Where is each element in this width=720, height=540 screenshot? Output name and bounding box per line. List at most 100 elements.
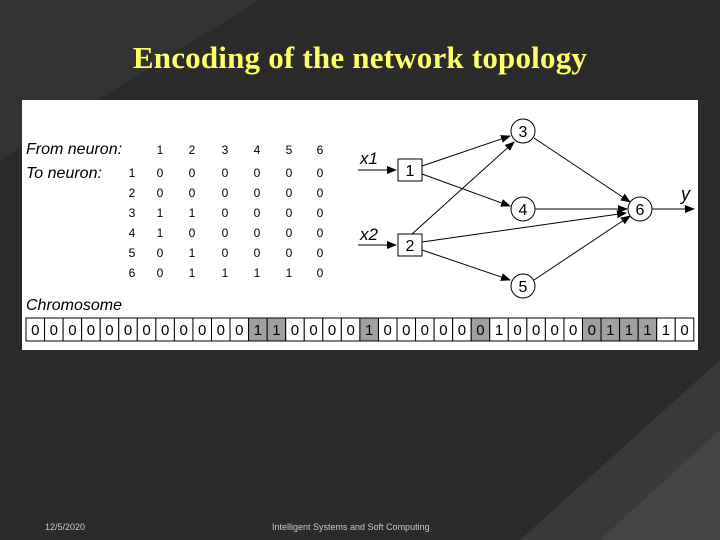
matrix-cell: 1 — [157, 206, 164, 220]
chromosome-bit: 0 — [458, 322, 466, 339]
matrix-cell: 0 — [222, 166, 229, 180]
matrix-cell: 0 — [254, 166, 261, 180]
hidden-neuron-5-label: 5 — [519, 279, 528, 296]
matrix-cell: 0 — [157, 246, 164, 260]
chromosome-bit: 0 — [217, 322, 225, 339]
matrix-cell: 0 — [317, 166, 324, 180]
matrix-column-header: 3 — [222, 143, 229, 157]
hidden-neuron-4 — [510, 196, 536, 222]
chromosome-bit: 0 — [588, 322, 596, 339]
matrix-cell: 0 — [189, 186, 196, 200]
matrix-column-header: 6 — [317, 143, 324, 157]
chromosome-bit: 0 — [569, 322, 577, 339]
chromosome-bit-cell — [674, 317, 695, 342]
chromosome-bit: 0 — [384, 322, 392, 339]
matrix-cell: 0 — [254, 206, 261, 220]
hidden-neuron-4-label: 4 — [519, 202, 528, 219]
chromosome-bit: 0 — [124, 322, 132, 339]
chromosome-bit: 1 — [365, 322, 373, 339]
matrix-cell: 0 — [317, 186, 324, 200]
matrix-cell: 0 — [222, 206, 229, 220]
hidden-neuron-3-label: 3 — [519, 124, 528, 141]
matrix-row-label: 3 — [129, 206, 136, 220]
chromosome-bit: 0 — [402, 322, 410, 339]
matrix-cell: 0 — [317, 206, 324, 220]
matrix-row: 5 0 1 0 0 0 0 — [129, 246, 324, 260]
matrix-row-label: 2 — [129, 186, 136, 200]
input-neuron-2 — [397, 233, 423, 257]
matrix-row-label: 1 — [129, 166, 136, 180]
matrix-cell: 0 — [222, 226, 229, 240]
chromosome-bit: 1 — [643, 322, 651, 339]
chromosome-bit: 0 — [105, 322, 113, 339]
matrix-cell: 0 — [254, 186, 261, 200]
chromosome-bit: 0 — [235, 322, 243, 339]
chromosome-bit: 0 — [291, 322, 299, 339]
output-neuron-6 — [627, 196, 653, 222]
matrix-cell: 0 — [222, 186, 229, 200]
to-neuron-label: To neuron: — [26, 165, 102, 182]
edge-2-6 — [421, 210, 627, 243]
matrix-cell: 0 — [254, 246, 261, 260]
chromosome-bit: 0 — [161, 322, 169, 339]
footer-date: 12/5/2020 — [45, 522, 86, 532]
chromosome-bit: 0 — [328, 322, 336, 339]
matrix-cell: 0 — [317, 246, 324, 260]
connection-matrix: From neuron: To neuron: 1 2 3 4 5 6 1 0 … — [26, 141, 324, 280]
chromosome-bit: 0 — [346, 322, 354, 339]
network-nodes: 1 2 3 4 5 6 x1 x2 y — [359, 118, 691, 299]
matrix-column-header: 2 — [189, 143, 196, 157]
edge-2-5 — [421, 249, 511, 281]
output-neuron-6-label: 6 — [636, 202, 645, 219]
chromosome-bit: 1 — [625, 322, 633, 339]
matrix-cell: 0 — [286, 186, 293, 200]
matrix-cell: 1 — [189, 266, 196, 280]
matrix-column-header: 5 — [286, 143, 293, 157]
chromosome-bit: 0 — [513, 322, 521, 339]
matrix-cell: 0 — [157, 266, 164, 280]
chromosome-bit: 1 — [606, 322, 614, 339]
chromosome-label: Chromosome — [26, 297, 122, 314]
edge-5-6 — [533, 215, 631, 281]
matrix-cell: 1 — [222, 266, 229, 280]
chromosome-bit: 1 — [272, 322, 280, 339]
chromosome-bit: 0 — [421, 322, 429, 339]
matrix-cell: 0 — [317, 266, 324, 280]
chromosome-bit: 0 — [50, 322, 58, 339]
footer-course: Intelligent Systems and Soft Computing — [272, 522, 430, 532]
input-neuron-1-label: 1 — [406, 163, 415, 180]
chromosome-bit: 1 — [254, 322, 262, 339]
chromosome-bit: 0 — [198, 322, 206, 339]
matrix-row: 1 0 0 0 0 0 0 — [129, 166, 324, 180]
from-neuron-label: From neuron: — [26, 141, 122, 158]
network-graph — [358, 135, 695, 281]
matrix-row: 2 0 0 0 0 0 0 — [129, 186, 324, 200]
topology-panel: From neuron: To neuron: 1 2 3 4 5 6 1 0 … — [22, 100, 698, 350]
matrix-cell: 0 — [286, 246, 293, 260]
chromosome-bit: 0 — [31, 322, 39, 339]
input-neuron-1 — [397, 158, 423, 182]
matrix-column-header: 4 — [254, 143, 261, 157]
topology-figure: From neuron: To neuron: 1 2 3 4 5 6 1 0 … — [25, 118, 695, 342]
chromosome-bit: 0 — [87, 322, 95, 339]
matrix-cell: 0 — [286, 206, 293, 220]
matrix-cell: 0 — [157, 186, 164, 200]
input-x2-label: x2 — [359, 225, 379, 244]
hidden-neuron-5 — [510, 273, 536, 299]
matrix-cell: 1 — [189, 206, 196, 220]
chromosome-bit: 0 — [551, 322, 559, 339]
matrix-row: 6 0 1 1 1 1 0 — [129, 266, 324, 280]
chromosome-bit: 0 — [309, 322, 317, 339]
matrix-cell: 0 — [189, 166, 196, 180]
chromosome-bit: 1 — [495, 322, 503, 339]
chromosome-bit: 0 — [532, 322, 540, 339]
chromosome-bit: 0 — [476, 322, 484, 339]
matrix-row-label: 6 — [129, 266, 136, 280]
matrix-cell: 0 — [254, 226, 261, 240]
matrix-cell: 0 — [222, 246, 229, 260]
edge-3-6 — [533, 137, 631, 203]
matrix-cell: 0 — [286, 226, 293, 240]
edge-1-4 — [421, 173, 511, 207]
matrix-cell: 0 — [189, 226, 196, 240]
